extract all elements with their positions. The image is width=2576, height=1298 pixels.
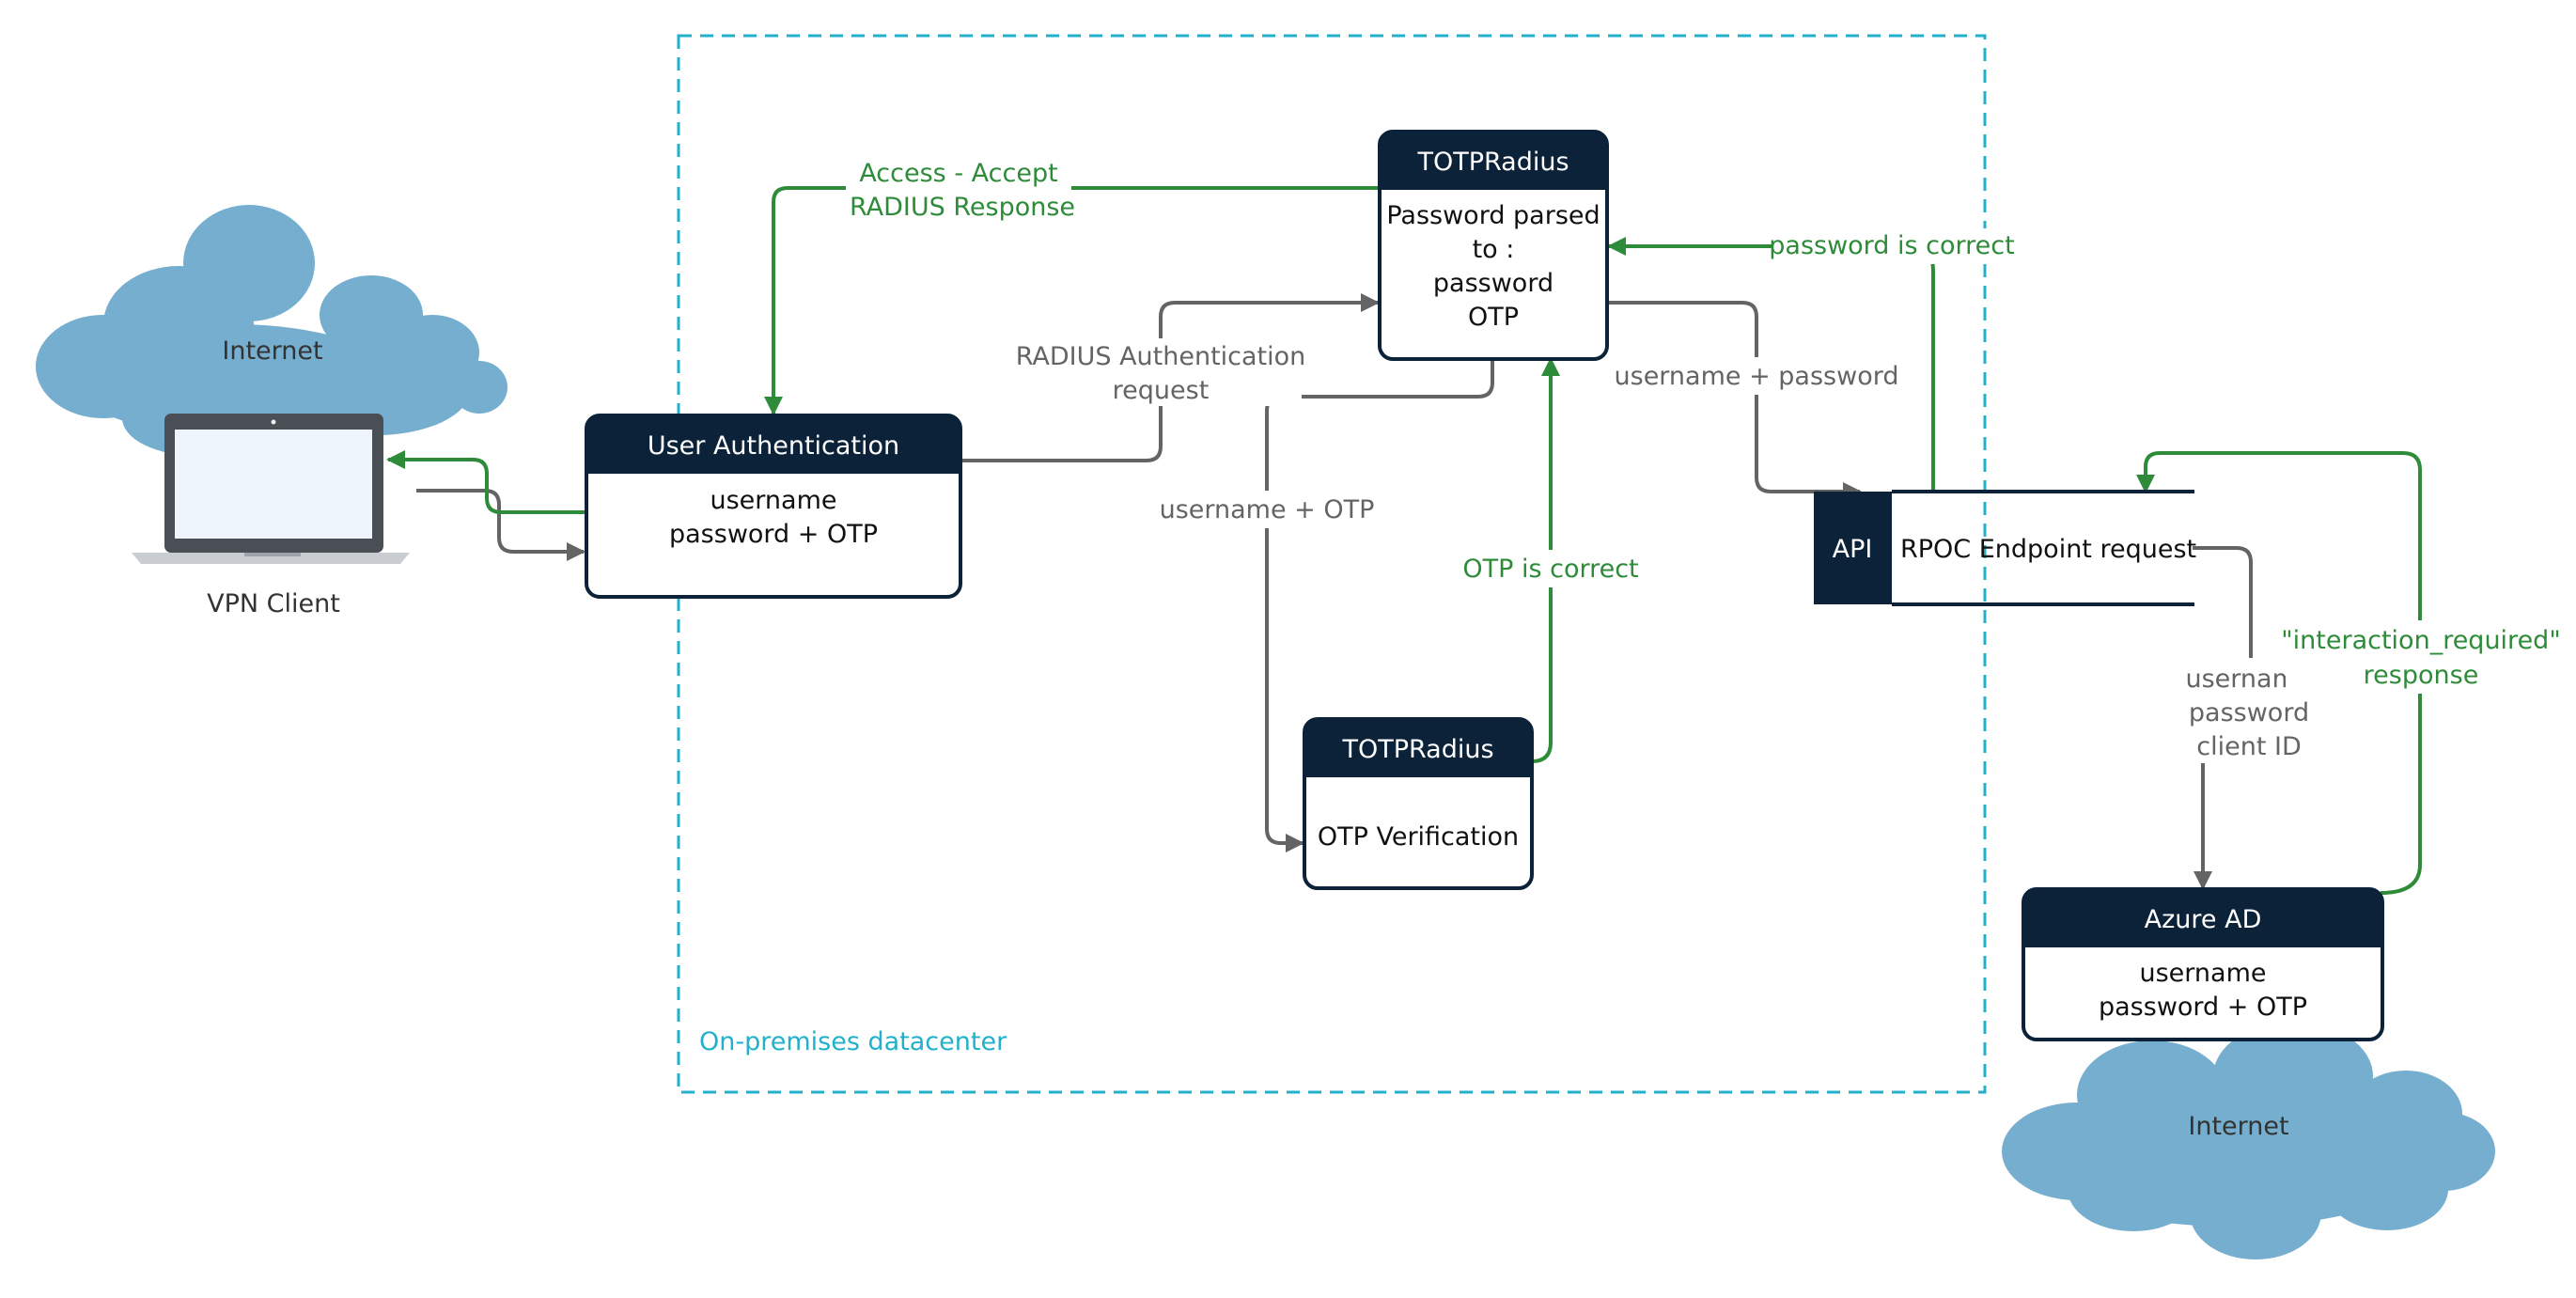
totpradius-parser-line1: Password parsed <box>1386 201 1600 230</box>
edge-label-username-otp: username + OTP <box>1160 495 1375 524</box>
azure-ad-box: Azure AD username password + OTP <box>2022 887 2384 1041</box>
internet-label-left: Internet <box>222 336 322 366</box>
api-endpoint-label: RPOC Endpoint request <box>1900 535 2196 564</box>
edge-label-interaction-1: "interaction_required" <box>2281 626 2561 655</box>
edge-label-creds-2: password <box>2189 698 2309 727</box>
azure-ad-line2: password + OTP <box>2099 993 2307 1022</box>
totpradius-verification-line1: OTP Verification <box>1318 822 1519 852</box>
user-authentication-line1: username <box>710 486 837 515</box>
totpradius-verification-box: TOTPRadius OTP Verification <box>1303 717 1534 890</box>
edge-laptop-to-userauth <box>416 489 585 561</box>
edge-interaction-required <box>2136 451 2422 895</box>
internet-cloud-right <box>2002 1022 2495 1259</box>
api-tag: API <box>1833 535 1873 564</box>
totpradius-parser-line3: password <box>1433 269 1553 298</box>
edge-label-creds-3: client ID <box>2196 732 2302 761</box>
edge-access-accept <box>764 186 1380 415</box>
user-authentication-box: User Authentication username password + … <box>585 414 962 599</box>
laptop-icon <box>132 414 410 564</box>
edge-label-access-accept-1: Access - Accept <box>859 159 1057 188</box>
api-endpoint-box: API RPOC Endpoint request <box>1814 490 2196 606</box>
edge-label-access-accept-2: RADIUS Response <box>850 193 1075 222</box>
edge-label-radius-request-1: RADIUS Authentication <box>1016 342 1306 371</box>
edge-otp-correct <box>1531 357 1560 763</box>
edge-label-radius-request-2: request <box>1113 376 1210 405</box>
datacenter-label: On-premises datacenter <box>699 1027 1007 1056</box>
edge-label-username-password: username + password <box>1615 362 1899 391</box>
azure-ad-line1: username <box>2140 959 2267 988</box>
edge-username-password <box>1607 301 1862 501</box>
totpradius-parser-line4: OTP <box>1468 303 1519 332</box>
edge-label-otp-correct: OTP is correct <box>1462 555 1638 584</box>
totpradius-parser-box: TOTPRadius Password parsed to : password… <box>1378 130 1609 361</box>
user-authentication-line2: password + OTP <box>669 520 878 549</box>
azure-ad-title: Azure AD <box>2145 905 2262 934</box>
totpradius-verification-title: TOTPRadius <box>1341 735 1493 764</box>
edge-label-password-correct: password is correct <box>1769 231 2014 260</box>
vpn-client-label: VPN Client <box>207 589 340 618</box>
user-authentication-title: User Authentication <box>648 431 899 461</box>
totpradius-parser-title: TOTPRadius <box>1416 148 1569 177</box>
totpradius-parser-line2: to : <box>1473 235 1515 264</box>
edge-userauth-to-laptop <box>386 450 586 514</box>
edge-label-interaction-2: response <box>2364 661 2479 690</box>
internet-label-right: Internet <box>2188 1112 2288 1141</box>
